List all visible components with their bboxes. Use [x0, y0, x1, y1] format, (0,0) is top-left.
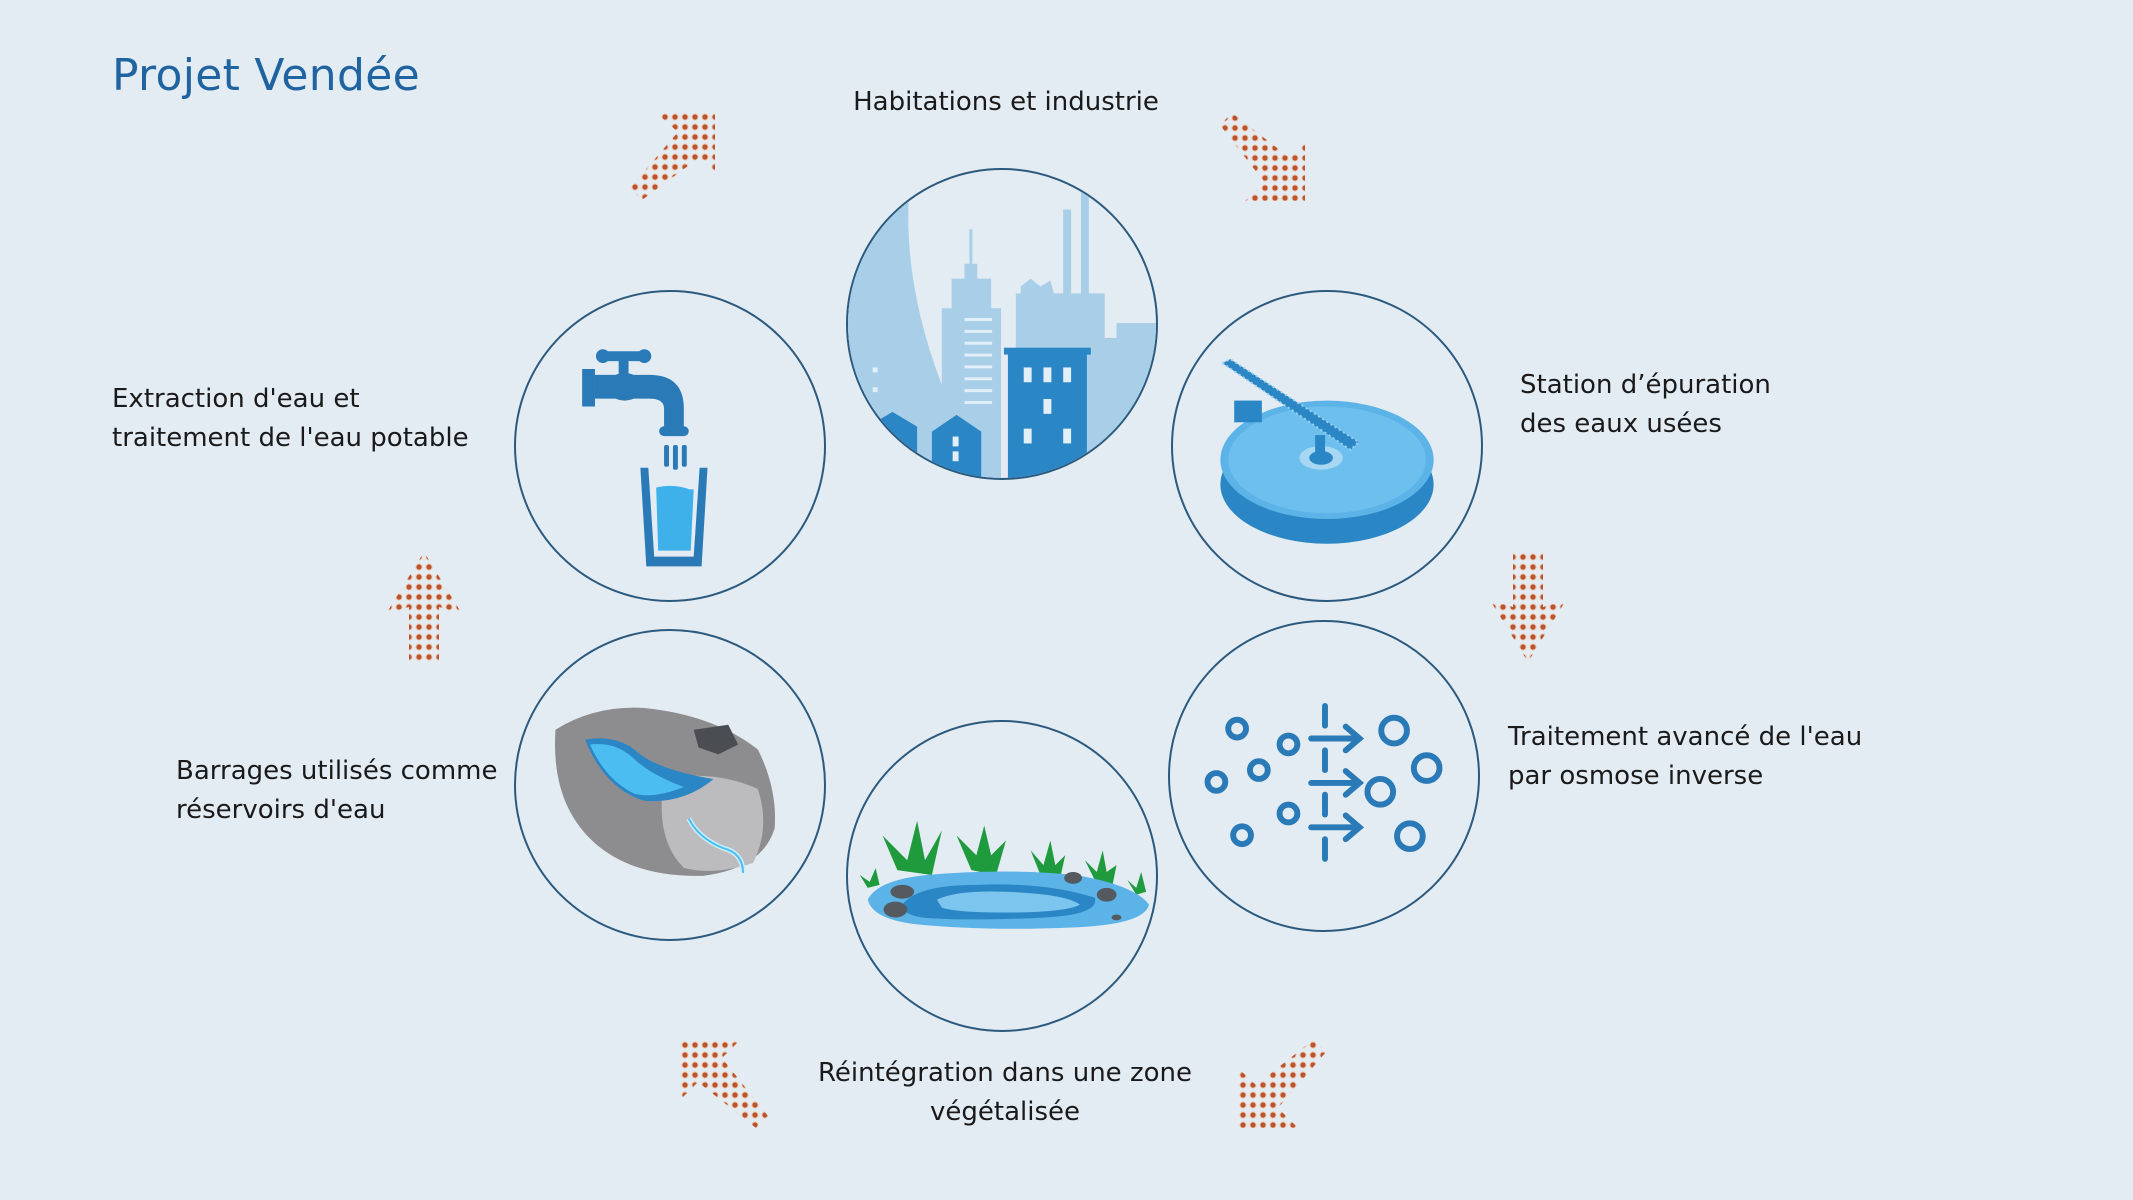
label-line: Extraction d'eau et: [112, 384, 360, 414]
label-line: Habitations et industrie: [853, 87, 1159, 117]
label-line: par osmose inverse: [1508, 761, 1764, 791]
circle-reintegration: [846, 720, 1158, 1032]
label-line: Barrages utilisés comme: [176, 756, 498, 786]
reverse-osmosis-icon: [1204, 702, 1443, 862]
label-line: Traitement avancé de l'eau: [1508, 722, 1863, 752]
circle-station: [1171, 290, 1483, 602]
page-title: Projet Vendée: [112, 50, 420, 101]
arrow-down-right-icon: [1220, 113, 1310, 203]
label-station: Station d’épuration des eaux usées: [1520, 366, 1771, 444]
label-line: traitement de l'eau potable: [112, 423, 469, 453]
label-line: des eaux usées: [1520, 409, 1722, 439]
circle-barrages: [514, 629, 826, 941]
arrow-up-right-icon: [630, 112, 720, 202]
arrow-down-icon: [1488, 552, 1568, 662]
city-icon: [848, 177, 1156, 478]
label-extraction: Extraction d'eau et traitement de l'eau …: [112, 380, 469, 458]
arrow-up-left-icon: [680, 1040, 770, 1130]
circle-extraction: [514, 290, 826, 602]
label-line: réservoirs d'eau: [176, 795, 386, 825]
label-line: Réintégration dans une zone: [818, 1058, 1192, 1088]
circle-habitations: [846, 168, 1158, 480]
label-reintegration: Réintégration dans une zone végétalisée: [755, 1054, 1255, 1132]
pond-icon: [859, 820, 1150, 929]
arrow-down-left-icon: [1238, 1040, 1328, 1130]
wastewater-plant-icon: [1220, 357, 1434, 544]
label-line: Station d’épuration: [1520, 370, 1771, 400]
label-habitations: Habitations et industrie: [806, 83, 1206, 122]
label-osmose: Traitement avancé de l'eau par osmose in…: [1508, 718, 1862, 796]
circle-osmose: [1168, 620, 1480, 932]
label-barrages: Barrages utilisés comme réservoirs d'eau: [176, 752, 497, 830]
label-line: végétalisée: [930, 1097, 1080, 1127]
dam-reservoir-icon: [554, 707, 776, 876]
tap-water-icon: [582, 349, 708, 567]
arrow-up-icon: [384, 552, 464, 662]
